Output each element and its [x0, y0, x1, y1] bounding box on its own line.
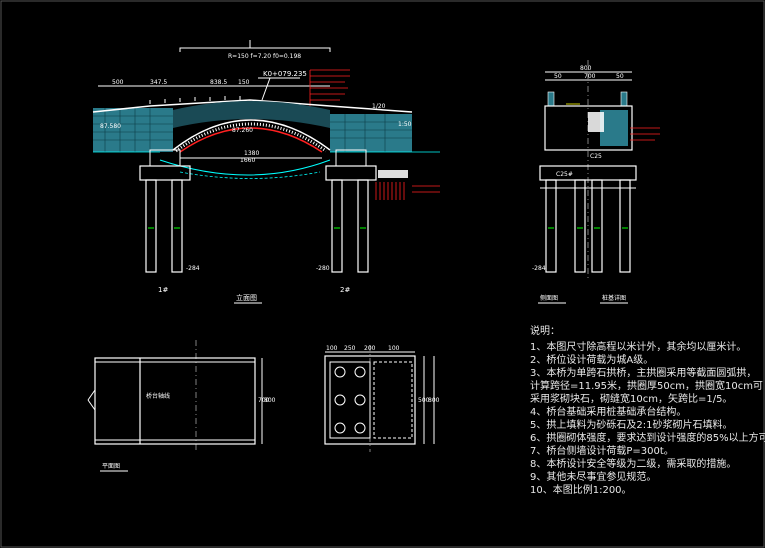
- crown-elevation: 87.260: [232, 127, 253, 134]
- notes-heading: 说明：: [530, 326, 560, 337]
- side-fill-mark: [588, 112, 604, 132]
- plan-dim-w: 800: [264, 397, 276, 404]
- right-pile-1: [331, 179, 343, 273]
- side-dim-b: 700: [584, 73, 596, 80]
- masonry-pattern: [93, 108, 173, 152]
- side-dim-c: 50: [616, 73, 624, 80]
- red-annotations: [309, 69, 350, 108]
- side-pile-bottom: -284: [532, 265, 546, 272]
- mark-a: 1/20: [372, 103, 386, 110]
- railing-post-right: [620, 91, 628, 107]
- side-title-left: 侧面图: [540, 294, 558, 302]
- left-pile-cap: [139, 165, 191, 181]
- note-item-1: 1、本图尺寸除高程以米计外，其余均以厘米计。: [530, 342, 747, 353]
- left-abutment-base: [149, 149, 181, 167]
- arch-ring-inner: [179, 127, 323, 153]
- side-title-right: 桩基详图: [602, 294, 626, 302]
- left-pile-2: [171, 179, 183, 273]
- note-item-10: 10、本图比例1:200。: [530, 485, 632, 496]
- plan-break: [87, 389, 96, 401]
- side-masonry-right: [600, 110, 628, 146]
- elevation-view: R=150 f=7.20 f0=0.198 K0+079.235 500 347…: [92, 40, 440, 304]
- pile-circle: [354, 422, 366, 434]
- note-item-3b: 计算跨径=11.95米，拱圈厚50cm，拱圈宽10cm可: [530, 381, 763, 392]
- spandrel-fill: [173, 101, 330, 128]
- detail-left-cell: [329, 361, 371, 439]
- riprap-block: [378, 170, 408, 178]
- ground-line: [179, 171, 321, 179]
- note-item-3c: 采用浆砌块石，砌缝宽10cm，矢跨比=1/5。: [530, 394, 733, 405]
- note-item-3: 3、本桥为单跨石拱桥，主拱圈采用等截面圆弧拱，: [530, 368, 757, 379]
- station-leader: [261, 77, 271, 101]
- axis-label-2: 2#: [340, 286, 350, 294]
- railing-post-left: [547, 91, 555, 107]
- side-pile-1: [545, 179, 557, 273]
- left-elevation: 87.580: [100, 123, 121, 130]
- side-red-marks: [630, 127, 660, 141]
- plan-break: [87, 399, 96, 411]
- dim-left: 500: [112, 79, 124, 86]
- dim-mid: 347.5: [150, 79, 167, 86]
- note-item-9: 9、其他未尽事宜参见规范。: [530, 472, 657, 483]
- pile-circle: [334, 422, 346, 434]
- side-dim-a: 50: [554, 73, 562, 80]
- plan-outline: [94, 357, 256, 445]
- right-pile-cap: [325, 165, 377, 181]
- right-abutment-base: [335, 149, 367, 167]
- plan-title: 平面图: [102, 463, 120, 470]
- note-item-5: 5、拱上填料为砂砾石及2:1砂浆砌片石填料。: [530, 420, 733, 431]
- left-abutment-masonry: [93, 108, 173, 152]
- detail-dim-3: 100: [388, 345, 400, 352]
- elevation-title: 立面图: [236, 293, 257, 302]
- pile-circle: [334, 366, 346, 378]
- dim-far: 150: [238, 79, 250, 86]
- left-pile-1: [145, 179, 157, 273]
- arch-parameters: R=150 f=7.20 f0=0.198: [228, 53, 301, 60]
- note-item-7: 7、桥台侧墙设计荷载P=300t。: [530, 446, 674, 457]
- note-item-2: 2、桥位设计荷载为城A级。: [530, 355, 654, 366]
- side-view: 800 50 700 50 C25 C25# -284: [532, 60, 660, 304]
- right-pile-2: [357, 179, 369, 273]
- axis-label-1: 1#: [158, 286, 168, 294]
- right-red-labels: [412, 185, 440, 193]
- pile-circle: [354, 394, 366, 406]
- note-item-6: 6、拱圈砌体强度，要求达到设计强度的85%以上方可卸架。: [530, 433, 765, 444]
- pile-circle: [334, 394, 346, 406]
- railing: [149, 96, 241, 104]
- detail-dim-0: 100: [326, 345, 338, 352]
- pile-circle: [354, 366, 366, 378]
- side-top-label: C25: [590, 153, 602, 160]
- pier-bottom-right: -280: [316, 265, 330, 272]
- detail-view: 100 250 200 100 500 800: [324, 345, 440, 452]
- note-item-4: 4、桥台基础采用桩基础承台结构。: [530, 407, 687, 418]
- mark-b: 1:50: [398, 121, 412, 128]
- station-label: K0+079.235: [263, 70, 307, 78]
- riprap-hatch: [375, 182, 405, 200]
- dim-right: 838.5: [210, 79, 227, 86]
- masonry-pattern: [330, 114, 412, 152]
- bridge-deck: [92, 99, 413, 113]
- side-cap-label: C25#: [556, 171, 573, 178]
- plan-view: 桥台轴线 700 800 平面图: [87, 340, 276, 472]
- detail-outline: [324, 355, 416, 445]
- arch-dimension-bracket: [179, 47, 331, 52]
- detail-dim-1: 250: [344, 345, 356, 352]
- note-item-8: 8、本桥设计安全等级为二级，需采取的措施。: [530, 459, 737, 470]
- side-pile-4: [619, 179, 631, 273]
- side-pile-3: [591, 179, 603, 273]
- arch-ring-outer: [172, 119, 331, 151]
- span-dim: 1660: [240, 157, 255, 164]
- inner-span-dim: 1380: [244, 150, 259, 157]
- side-pile-2: [574, 179, 586, 273]
- right-abutment-masonry: [330, 114, 412, 152]
- pier-bottom-left: -284: [186, 265, 200, 272]
- plan-tag: 桥台轴线: [146, 392, 170, 400]
- plan-dim-h: 700: [258, 397, 270, 404]
- detail-right-cell: [373, 361, 413, 439]
- side-dim-total: 800: [580, 65, 592, 72]
